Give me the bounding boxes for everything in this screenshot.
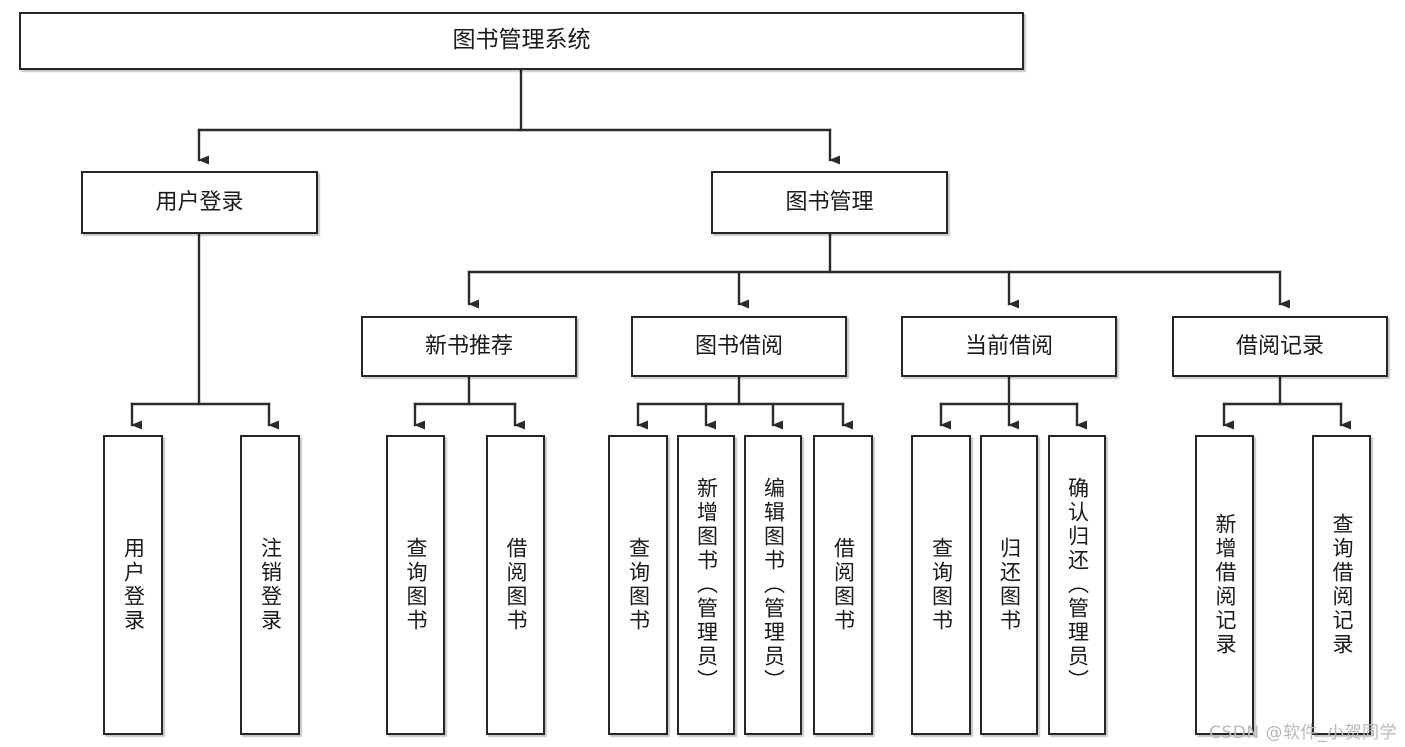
leaf-book-borrow-query[interactable]: 查询图书: [608, 435, 668, 735]
node-label: 查询图书: [929, 537, 954, 633]
leaf-user-login-login[interactable]: 用户登录: [103, 435, 163, 735]
leaf-current-borrow-query[interactable]: 查询图书: [911, 435, 971, 735]
leaf-book-borrow-edit[interactable]: 编辑图书（管理员）: [744, 435, 802, 735]
node-label: 借阅图书: [504, 537, 528, 633]
node-book-management[interactable]: 图书管理: [711, 171, 948, 234]
node-current-borrow[interactable]: 当前借阅: [901, 316, 1117, 377]
leaf-new-book-query[interactable]: 查询图书: [386, 435, 445, 735]
node-label: 确认归还（管理员）: [1065, 477, 1090, 693]
leaf-new-book-borrow[interactable]: 借阅图书: [486, 435, 545, 735]
node-label: 用户登录: [155, 189, 244, 215]
node-label: 新增图书（管理员）: [694, 477, 719, 693]
node-label: 借阅图书: [831, 537, 856, 633]
node-book-borrow[interactable]: 图书借阅: [631, 316, 847, 377]
leaf-borrow-record-query[interactable]: 查询借阅记录: [1312, 435, 1371, 735]
node-label: 新增借阅记录: [1213, 513, 1237, 657]
leaf-borrow-record-add[interactable]: 新增借阅记录: [1195, 435, 1254, 735]
leaf-user-login-logout[interactable]: 注销登录: [240, 435, 300, 735]
leaf-book-borrow-add[interactable]: 新增图书（管理员）: [677, 435, 735, 735]
node-label: 编辑图书（管理员）: [761, 477, 786, 693]
node-label: 查询借阅记录: [1330, 513, 1354, 657]
node-label: 新书推荐: [424, 333, 513, 359]
node-label: 借阅记录: [1235, 333, 1324, 359]
node-user-login[interactable]: 用户登录: [81, 171, 318, 234]
node-label: 注销登录: [258, 537, 283, 633]
leaf-current-borrow-confirm[interactable]: 确认归还（管理员）: [1048, 435, 1106, 735]
leaf-current-borrow-return[interactable]: 归还图书: [980, 435, 1038, 735]
csdn-watermark: CSDN @软件_小贺同学: [1209, 723, 1397, 743]
node-new-book-recommend[interactable]: 新书推荐: [361, 316, 577, 377]
node-root-book-management-system[interactable]: 图书管理系统: [19, 12, 1024, 70]
node-label: 用户登录: [121, 537, 146, 633]
node-label: 查询图书: [626, 537, 651, 633]
node-label: 归还图书: [997, 537, 1022, 633]
node-label: 图书管理系统: [452, 27, 591, 54]
node-borrow-record[interactable]: 借阅记录: [1172, 316, 1388, 377]
node-label: 查询图书: [404, 537, 428, 633]
node-label: 当前借阅: [964, 333, 1053, 359]
node-label: 图书借阅: [694, 333, 783, 359]
node-label: 图书管理: [785, 189, 874, 215]
leaf-book-borrow-borrow[interactable]: 借阅图书: [813, 435, 873, 735]
